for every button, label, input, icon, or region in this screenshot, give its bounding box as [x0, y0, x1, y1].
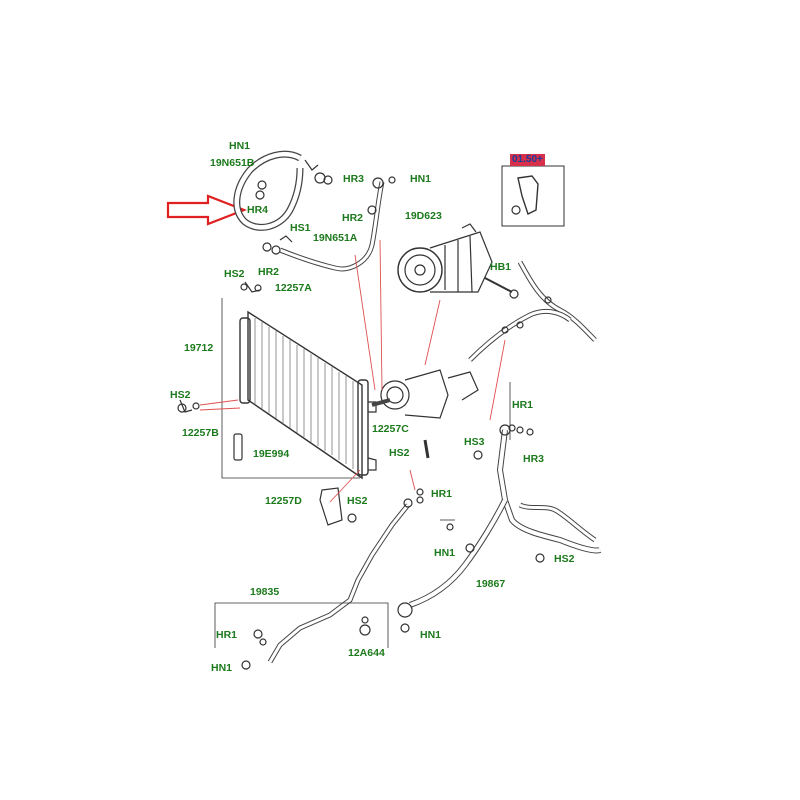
label-hr1: HR1	[431, 488, 453, 500]
label-19835: 19835	[250, 586, 280, 598]
label-hn1: HN1	[211, 662, 233, 674]
label-hr2: HR2	[258, 266, 280, 278]
label-hs2: HS2	[554, 553, 575, 565]
label-19n651a: 19N651A	[313, 232, 358, 244]
label-hs3: HS3	[464, 436, 485, 448]
condenser-19712	[239, 310, 377, 480]
label-hn1: HN1	[420, 629, 442, 641]
label-12257d: 12257D	[265, 495, 302, 507]
label-12257a: 12257A	[275, 282, 312, 294]
label-19712: 19712	[184, 342, 214, 354]
label-hs2: HS2	[170, 389, 191, 401]
inset-box	[501, 165, 565, 227]
label-hb1: HB1	[490, 261, 512, 273]
label-hs2: HS2	[347, 495, 368, 507]
compressor-installed	[380, 369, 479, 419]
label-hr4: HR4	[247, 204, 269, 216]
label-hr1: HR1	[216, 629, 238, 641]
highlight-arrow	[166, 194, 248, 226]
label-hn1: HN1	[229, 140, 251, 152]
label-12a644: 12A644	[348, 647, 385, 659]
label-hs1: HS1	[290, 222, 311, 234]
label-19867: 19867	[476, 578, 506, 590]
label-hr3: HR3	[523, 453, 545, 465]
label-hr2: HR2	[342, 212, 364, 224]
label-19n651b: 19N651B	[210, 157, 255, 169]
label-12257b: 12257B	[182, 427, 219, 439]
label-hn1: HN1	[434, 547, 456, 559]
inset-clip	[517, 175, 539, 215]
compressor-19d623	[397, 223, 493, 293]
pipe-19835	[267, 503, 410, 664]
label-hn1: HN1	[410, 173, 432, 185]
label-12257c: 12257C	[372, 423, 409, 435]
label-19d623: 19D623	[405, 210, 442, 222]
label-19e994: 19E994	[253, 448, 290, 460]
bolt-hb1	[484, 277, 513, 293]
label-hs2: HS2	[224, 268, 245, 280]
label-hr1: HR1	[512, 399, 534, 411]
label-hs2: HS2	[389, 447, 410, 459]
label-hr3: HR3	[343, 173, 365, 185]
inset-badge: 01.50+	[510, 154, 545, 166]
